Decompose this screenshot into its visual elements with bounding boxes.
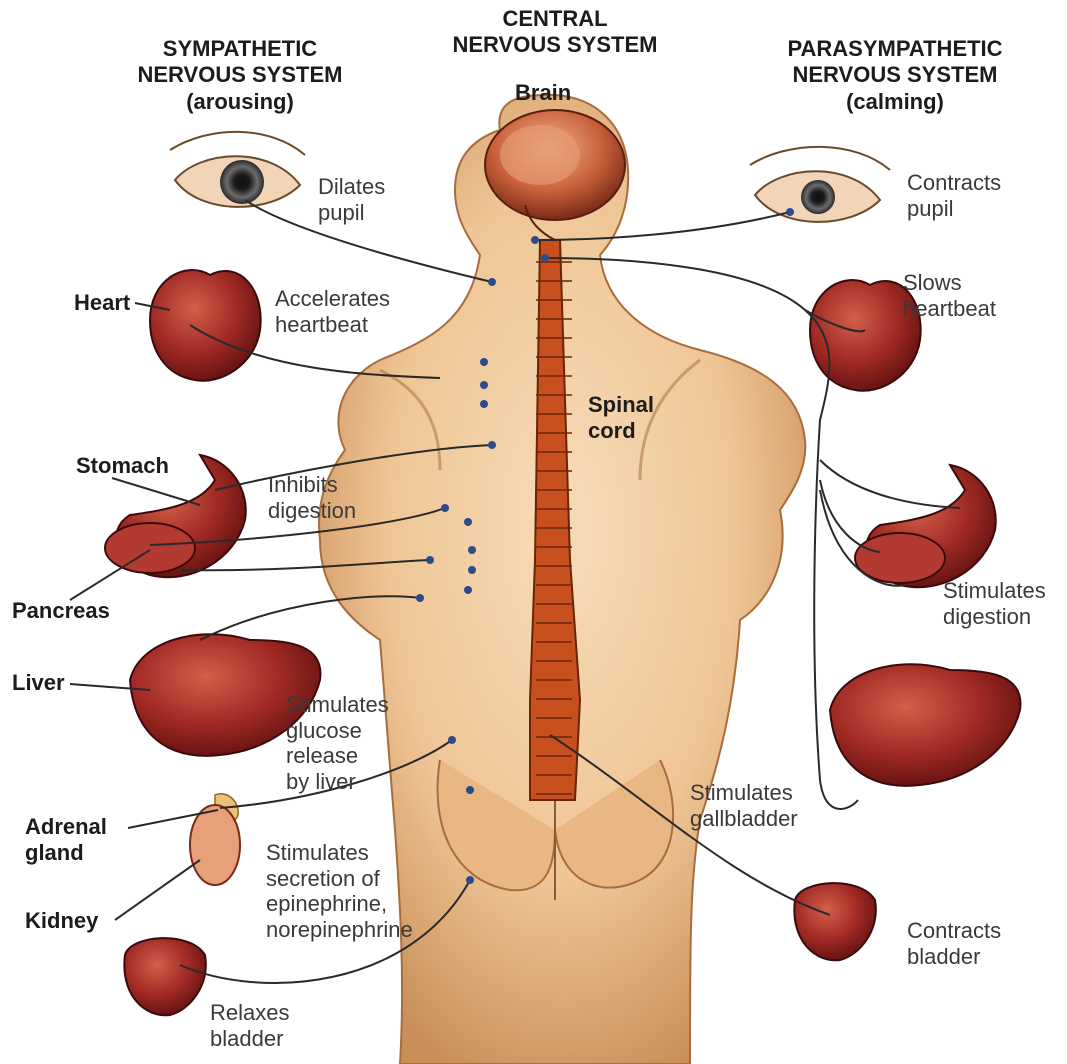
adrenal-gland-label: Adrenal gland [25,814,107,865]
contracts-pupil-label: Contracts pupil [907,170,1001,221]
liver-label: Liver [12,670,65,696]
central-title: CENTRAL NERVOUS SYSTEM [430,6,680,59]
spinal-cord-label: Spinal cord [588,392,654,443]
left-eye [170,132,305,207]
stomach-label: Stomach [76,453,169,479]
dilates-pupil-label: Dilates pupil [318,174,385,225]
slows-heartbeat-label: Slows heartbeat [903,270,996,321]
left-heart [150,270,261,381]
right-bladder [794,883,875,960]
left-bladder [124,938,205,1015]
parasympathetic-subtitle: (calming) [760,89,1030,115]
relaxes-bladder-label: Relaxes bladder [210,1000,289,1051]
central-header: CENTRAL NERVOUS SYSTEM [430,6,680,59]
heart-label: Heart [74,290,130,316]
parasympathetic-title: PARASYMPATHETIC NERVOUS SYSTEM [760,36,1030,89]
brain-label: Brain [515,80,571,106]
inhibits-digestion-label: Inhibits digestion [268,472,356,523]
stimulates-digestion-label: Stimulates digestion [943,578,1046,629]
stimulates-glucose-release-label: Stimulates glucose release by liver [286,692,389,795]
accelerates-heartbeat-label: Accelerates heartbeat [275,286,390,337]
sympathetic-header: SYMPATHETIC NERVOUS SYSTEM (arousing) [120,36,360,115]
parasympathetic-header: PARASYMPATHETIC NERVOUS SYSTEM (calming) [760,36,1030,115]
kidney-label: Kidney [25,908,98,934]
contracts-bladder-label: Contracts bladder [907,918,1001,969]
pancreas-label: Pancreas [12,598,110,624]
right-eye [750,147,890,222]
sympathetic-subtitle: (arousing) [120,89,360,115]
sympathetic-title: SYMPATHETIC NERVOUS SYSTEM [120,36,360,89]
stimulates-gallbladder-label: Stimulates gallbladder [690,780,798,831]
right-stomach-pancreas [855,465,996,587]
stimulates-epinephrine-secretion-label: Stimulates secretion of epinephrine, nor… [266,840,413,943]
right-liver [830,664,1020,786]
